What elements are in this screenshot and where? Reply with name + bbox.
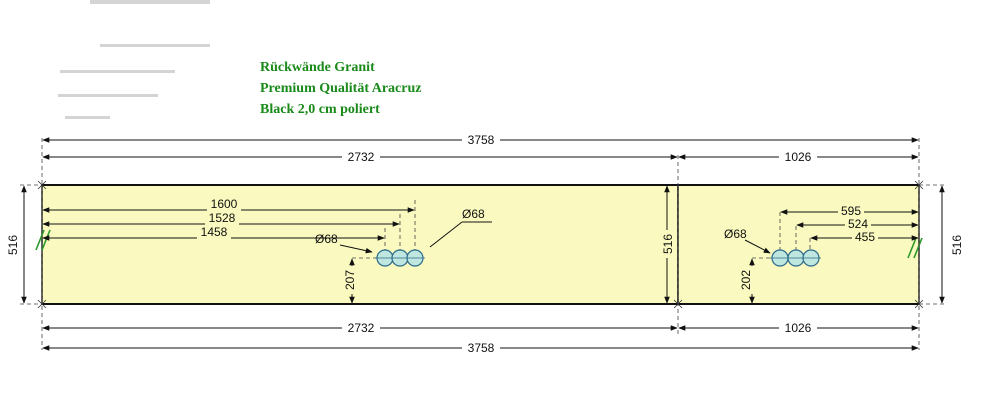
dim-height-left-label: 516 <box>6 235 20 255</box>
dim-total-top: 3758 <box>42 132 919 147</box>
edge-marks <box>35 229 923 259</box>
dim-height-right-label: 516 <box>950 235 964 255</box>
dim-left-bottom: 2732 <box>42 320 678 335</box>
dim-total-bottom-label: 3758 <box>468 341 495 355</box>
left-offset-3: 1458 <box>201 225 228 239</box>
right-offset-3: 455 <box>855 230 875 244</box>
dim-left-bottom-label: 2732 <box>348 321 375 335</box>
dim-height-middle: 516 <box>659 185 675 304</box>
dim-left-top-label: 2732 <box>348 150 375 164</box>
left-offset-1: 1600 <box>211 197 238 211</box>
dim-height-middle-label: 516 <box>661 234 675 254</box>
left-diameter-upper: Ø68 <box>462 207 485 221</box>
left-diameter-lower: Ø68 <box>315 232 338 246</box>
left-holes <box>375 249 425 267</box>
dim-right-top: 1026 <box>678 149 919 164</box>
dim-height-right: 516 <box>939 185 964 304</box>
right-offset-2: 524 <box>848 217 868 231</box>
left-panel <box>41 184 679 305</box>
left-offset-2: 1528 <box>209 211 236 225</box>
title-line-3: Black 2,0 cm poliert <box>260 102 380 117</box>
left-hole-height-label: 207 <box>343 270 357 290</box>
left-hole-dimensions: 1600 1528 1458 207 Ø68 Ø68 <box>42 197 492 304</box>
title-line-1: Rückwände Granit <box>260 60 375 75</box>
dim-right-top-label: 1026 <box>785 150 812 164</box>
dim-right-bottom: 1026 <box>678 320 919 335</box>
right-diameter: Ø68 <box>724 227 747 241</box>
right-holes <box>770 249 821 267</box>
title-line-2: Premium Qualität Aracruz <box>260 81 422 96</box>
dim-height-left: 516 <box>6 185 27 304</box>
right-offset-1: 595 <box>841 204 861 218</box>
right-hole-dimensions: 595 524 455 202 Ø68 <box>724 204 919 304</box>
dim-right-bottom-label: 1026 <box>785 321 812 335</box>
dim-left-top: 2732 <box>42 149 678 164</box>
right-panel <box>677 184 920 305</box>
dim-total-bottom: 3758 <box>42 340 919 355</box>
right-hole-height-label: 202 <box>739 270 753 290</box>
faint-header-artifacts <box>58 0 210 119</box>
dim-total-top-label: 3758 <box>468 133 495 147</box>
